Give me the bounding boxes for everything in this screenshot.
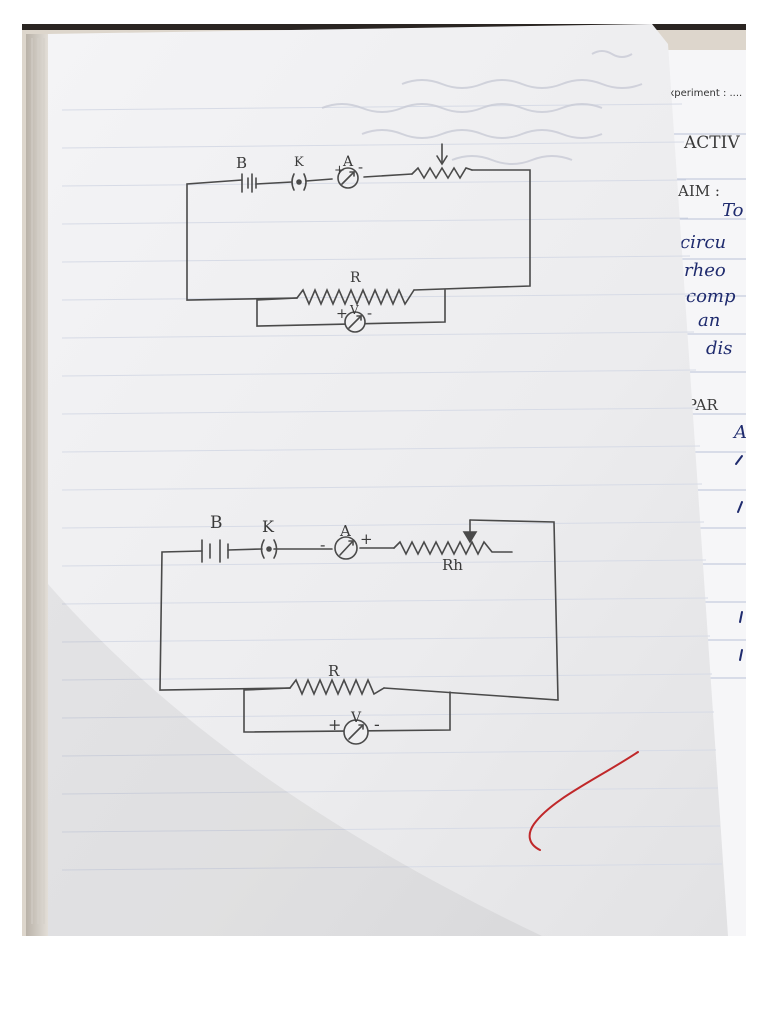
circuit-2-left-wire — [159, 550, 291, 691]
rheostat-1 — [411, 143, 473, 180]
notebook-drawing: Experiment : .... ACTIV AIM : To circu r… — [22, 24, 746, 936]
voltmeter-1-plus: + — [336, 306, 348, 322]
resistor-2 — [289, 677, 385, 697]
key-1 — [291, 173, 307, 191]
voltmeter-1-label: V — [349, 303, 359, 317]
resistor-1 — [296, 287, 415, 307]
circuit-1-wire — [255, 181, 293, 185]
circuit-1-wire — [363, 173, 413, 178]
circuit-2-voltmeter-loop — [243, 687, 451, 733]
battery-1-label: B — [236, 154, 247, 172]
circuit-1-wire — [305, 178, 333, 182]
experiment-header: Experiment : .... — [662, 88, 742, 99]
circuit-2 — [159, 519, 559, 745]
right-line-1: ACTIV — [683, 133, 740, 153]
voltmeter-2-label: V — [350, 710, 362, 726]
voltmeter-1-minus: - — [367, 304, 372, 322]
circuit-1 — [186, 143, 531, 333]
circuit-2-wire — [227, 548, 263, 551]
ammeter-1 — [337, 167, 359, 189]
right-line-8: dis — [706, 338, 733, 359]
right-line-6: comp — [686, 286, 736, 307]
voltmeter-2 — [343, 719, 369, 745]
right-line-3: To — [722, 200, 744, 221]
rheostat-2-label: Rh — [442, 556, 463, 574]
right-line-5: rheo — [684, 260, 726, 281]
battery-2 — [201, 539, 229, 563]
ammeter-2-plus: + — [360, 530, 373, 548]
circuit-1-voltmeter-loop — [256, 289, 446, 327]
resistor-1-label: R — [350, 270, 361, 286]
battery-2-label: B — [210, 513, 223, 533]
right-line-2: AIM : — [677, 182, 720, 200]
voltmeter-2-minus: - — [374, 715, 380, 735]
circuit-1-left-wire — [186, 179, 298, 301]
voltmeter-2-plus: + — [328, 715, 341, 734]
key-1-label: K — [294, 155, 304, 170]
ammeter-1-plus: + — [334, 163, 345, 178]
circuit-2-right-wire — [383, 519, 559, 701]
voltmeter-1 — [344, 311, 366, 333]
ammeter-1-label: A — [342, 154, 354, 170]
circuit-2-labels: B K - A + Rh R + V - — [210, 513, 463, 735]
ammeter-1-minus: - — [358, 158, 363, 176]
right-line-7: an — [698, 310, 720, 331]
battery-1 — [241, 173, 257, 193]
notebook-photo: Experiment : .... ACTIV AIM : To circu r… — [22, 24, 746, 936]
key-2 — [260, 539, 278, 559]
red-check-mark — [528, 751, 639, 851]
right-line-4: circu — [680, 232, 726, 253]
ammeter-2 — [334, 536, 358, 560]
rheostat-2 — [393, 519, 513, 556]
circuit-1-labels: B K + A - R + V - — [236, 154, 372, 322]
ammeter-2-label: A — [339, 522, 351, 540]
resistor-2-label: R — [328, 662, 340, 680]
circuit-1-right-wire — [413, 169, 531, 291]
left-page — [26, 24, 728, 936]
ammeter-2-minus: - — [320, 535, 325, 554]
right-line-10: A — [732, 422, 746, 443]
key-2-label: K — [262, 517, 275, 536]
